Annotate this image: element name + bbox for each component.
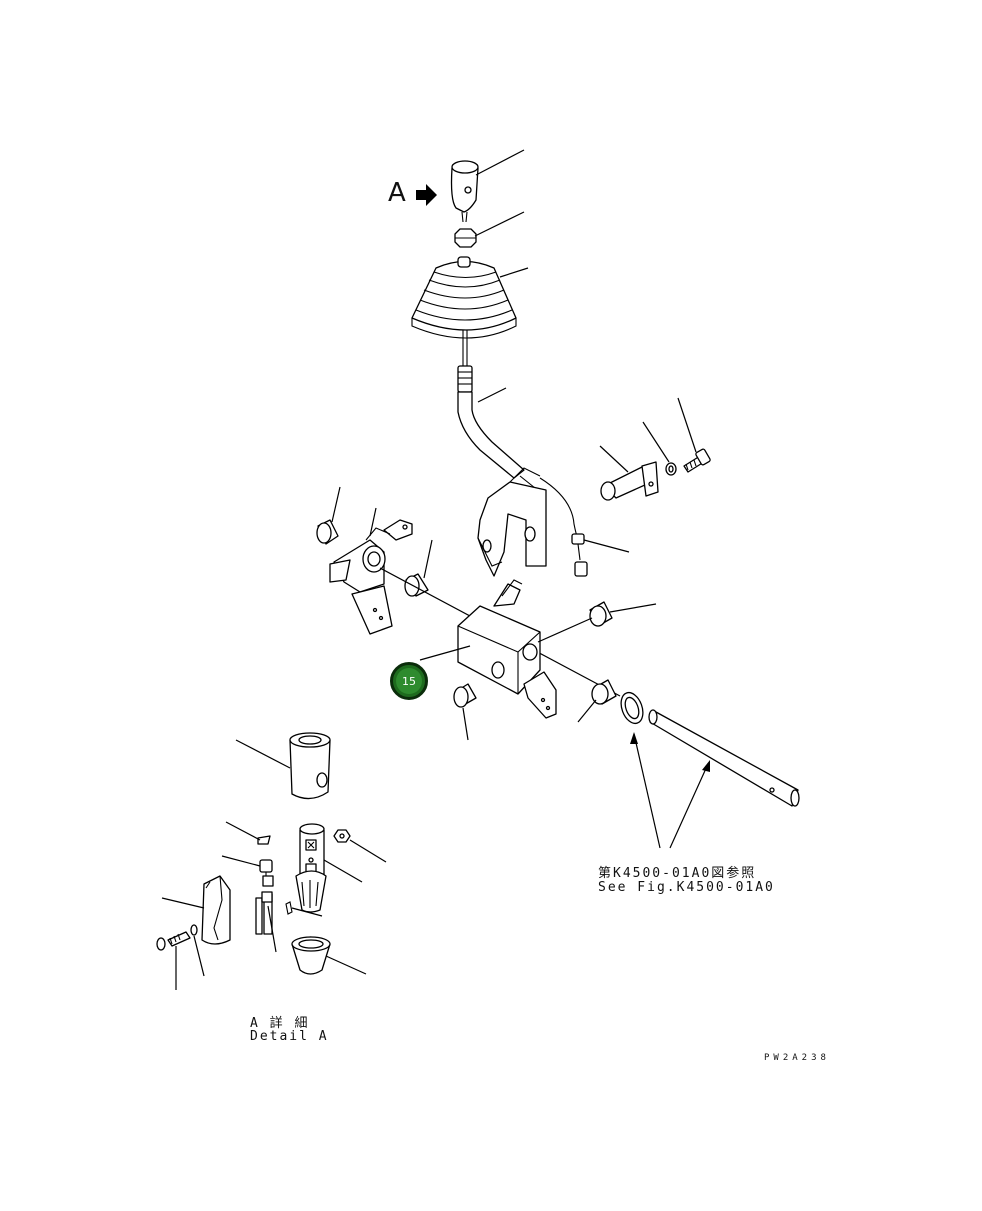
- reference-note-en: See Fig.K4500-01A0: [598, 880, 775, 895]
- detail-caption-jp: A 詳 細: [250, 1016, 310, 1031]
- switch-terminal[interactable]: [259, 859, 274, 887]
- leader-line: [323, 859, 363, 883]
- leader-line: [349, 839, 387, 863]
- leader-line: [537, 617, 593, 643]
- leader-line: [499, 267, 529, 278]
- leader-line: [474, 211, 525, 237]
- wire-harness[interactable]: [539, 477, 588, 577]
- view-arrow-icon: [416, 184, 437, 206]
- leader-line: [609, 603, 657, 613]
- bushing-lower-left[interactable]: [453, 683, 477, 708]
- screw[interactable]: [156, 931, 191, 951]
- switch-cap[interactable]: [295, 870, 327, 913]
- shift-housing[interactable]: [457, 579, 557, 719]
- leader-line: [235, 739, 291, 769]
- lever-rod[interactable]: [457, 330, 541, 493]
- terminal-pin[interactable]: [255, 891, 273, 935]
- lock-washer[interactable]: [190, 924, 198, 936]
- shift-shaft[interactable]: [648, 709, 800, 807]
- leader-line: [267, 905, 277, 953]
- bushing-right-upper[interactable]: [589, 601, 613, 627]
- leader-line: [599, 445, 629, 473]
- leader-line: [161, 897, 205, 909]
- leader-line: [475, 149, 525, 176]
- leader-line: [419, 645, 471, 661]
- bolt[interactable]: [683, 448, 711, 473]
- switch-body[interactable]: [299, 823, 325, 881]
- leader-line: [225, 821, 261, 841]
- leader-line: [325, 955, 367, 975]
- leader-line: [677, 397, 697, 453]
- washer[interactable]: [665, 462, 677, 476]
- reference-arrows: [630, 732, 710, 849]
- nut[interactable]: [454, 228, 477, 248]
- leader-line: [642, 421, 670, 463]
- leader-line: [462, 707, 469, 741]
- leader-line: [583, 539, 630, 553]
- callout-badge-number: 15: [402, 674, 416, 688]
- callout-badge-15[interactable]: 15: [390, 662, 428, 700]
- leader-line: [193, 935, 205, 977]
- switch-lever-plate[interactable]: [329, 519, 413, 635]
- hex-nut-small[interactable]: [333, 829, 351, 843]
- lever-knob[interactable]: [450, 160, 479, 223]
- leader-line: [221, 855, 261, 867]
- bushing-lower-right[interactable]: [591, 679, 617, 705]
- leader-line: [331, 486, 341, 523]
- leader-line: [577, 699, 597, 723]
- lever-bracket[interactable]: [477, 467, 547, 577]
- snap-ring[interactable]: [617, 690, 647, 727]
- knob-cover[interactable]: [201, 875, 231, 945]
- leader-line: [423, 539, 433, 579]
- rubber-cup[interactable]: [291, 936, 331, 975]
- view-label-a: A: [388, 178, 406, 208]
- pivot-pin[interactable]: [600, 461, 659, 501]
- knob-grip[interactable]: [289, 732, 331, 800]
- bushing-upper-left[interactable]: [316, 519, 339, 545]
- reference-note-jp: 第K4500-01A0図参照: [598, 866, 757, 881]
- small-clip[interactable]: [257, 835, 271, 845]
- drawing-code: PW2A238: [764, 1053, 830, 1063]
- detail-caption-en: Detail A: [250, 1029, 329, 1044]
- rubber-boot[interactable]: [411, 256, 517, 339]
- leader-line: [369, 507, 377, 537]
- leader-line: [477, 387, 507, 403]
- leader-line: [291, 907, 323, 917]
- small-spring[interactable]: [285, 901, 293, 915]
